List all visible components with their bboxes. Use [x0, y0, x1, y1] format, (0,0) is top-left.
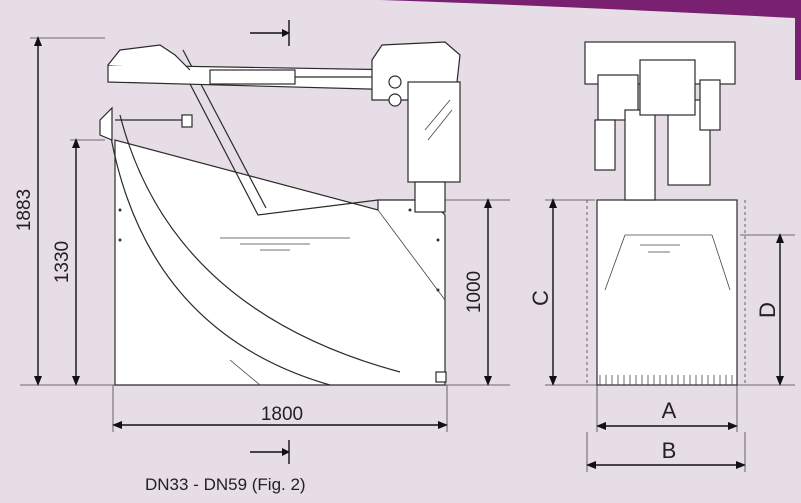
dim-arrow-1000-top [484, 198, 492, 208]
front-view: 1883 1330 1000 1800 [14, 20, 510, 464]
tank-body [114, 139, 446, 386]
dim-arrow-1330-bottom [72, 376, 80, 386]
bolt-1 [118, 208, 122, 212]
dim-arrow-a-right [728, 422, 738, 430]
dim-arrow-b-right [736, 461, 746, 469]
bowl-curve-outer [107, 119, 331, 386]
side-motor-right [639, 59, 696, 116]
label-1800: 1800 [261, 404, 303, 425]
bolt-3 [436, 238, 440, 242]
label-1883: 1883 [14, 189, 35, 231]
linkage-detail [424, 99, 453, 141]
dim-arrow-1800-right [438, 421, 448, 429]
lifting-arm-front [174, 54, 379, 216]
label-1000: 1000 [464, 271, 485, 313]
pivot-wheel-bottom [388, 93, 402, 107]
dim-arrow-d-top [776, 233, 784, 243]
bolt-2 [118, 238, 122, 242]
dim-arrow-1330-top [72, 138, 80, 148]
dim-arrow-c-bottom [549, 376, 557, 386]
side-view: C D A B [528, 41, 795, 472]
side-column [624, 109, 656, 201]
drain-block [435, 371, 447, 383]
section-arrow-bottom-head [282, 448, 290, 456]
dim-arrow-1800-left [112, 421, 122, 429]
accent-banner [380, 0, 801, 80]
side-side-box [594, 119, 616, 171]
pivot-wheel-top [388, 75, 402, 89]
label-a: A [662, 398, 677, 423]
side-grate [599, 375, 733, 385]
tank-right-slope [377, 209, 446, 301]
label-c: C [528, 290, 553, 306]
label-b: B [662, 438, 677, 463]
pivot-bracket [99, 106, 113, 141]
dim-arrow-b-left [586, 461, 596, 469]
side-end-cap [699, 79, 721, 131]
dim-arrow-c-top [549, 198, 557, 208]
handle-knob [181, 114, 193, 128]
drive-shaft-housing [414, 181, 446, 213]
dim-arrow-1000-bottom [484, 376, 492, 386]
dim-arrow-1883-bottom [34, 376, 42, 386]
dim-arrow-d-bottom [776, 376, 784, 386]
dim-arrow-a-left [596, 422, 606, 430]
side-tank [596, 199, 738, 386]
label-d: D [755, 302, 780, 318]
label-1330: 1330 [52, 241, 73, 283]
hydraulic-cylinder [209, 69, 296, 85]
dim-arrow-1883-top [34, 36, 42, 46]
hook-head [107, 44, 191, 71]
figure-caption: DN33 - DN59 (Fig. 2) [145, 475, 306, 494]
bowl-curve-inner [119, 114, 401, 373]
section-arrow-top-head [282, 29, 290, 37]
bolt-4 [436, 288, 440, 292]
bolt-5 [408, 208, 412, 212]
side-tank-slopes [604, 234, 731, 291]
bowl-edge [229, 359, 261, 386]
